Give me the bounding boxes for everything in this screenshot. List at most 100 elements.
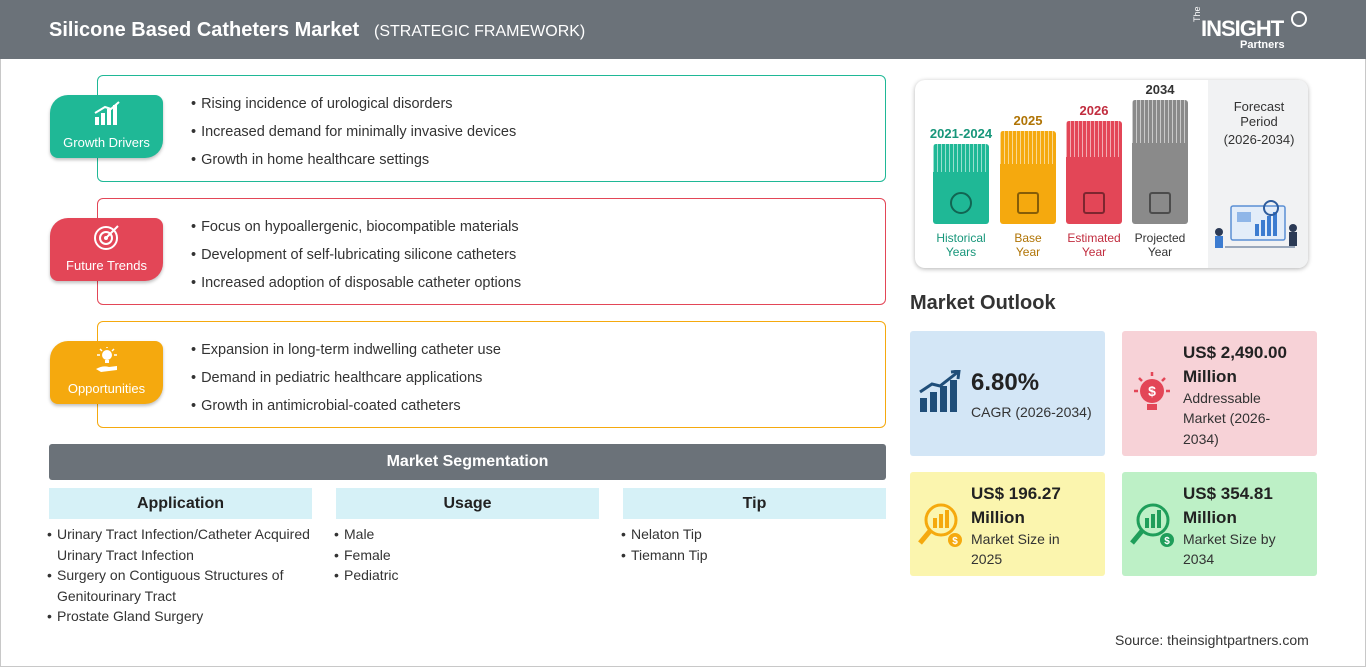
timeline-bar-0	[933, 144, 989, 224]
tip-list: Nelaton Tip Tiemann Tip	[621, 524, 884, 565]
bar-stripes	[1132, 100, 1188, 143]
application-list: Urinary Tract Infection/Catheter Acquire…	[47, 524, 312, 627]
future-trends-card: Focus on hypoallergenic, biocompatible m…	[97, 198, 886, 305]
opportunities-card: Expansion in long-term indwelling cathet…	[97, 321, 886, 428]
lightbulb-hand-icon	[96, 347, 117, 372]
timeline-bar-1	[1000, 131, 1056, 224]
money-idea-icon: $	[1134, 372, 1170, 410]
list-item: Pediatric	[334, 565, 597, 586]
cagr-label: CAGR (2026-2034)	[971, 404, 1092, 420]
list-item: Focus on hypoallergenic, biocompatible m…	[191, 217, 521, 245]
page-title: Silicone Based Catheters Market	[49, 19, 360, 41]
timeline-sublabel-3: Year	[1147, 245, 1173, 259]
usage-list: Male Female Pediatric	[334, 524, 597, 586]
timeline-year-2: 2026	[1079, 103, 1109, 118]
future-trends-label: Future Trends	[66, 258, 147, 273]
list-item: Growth in home healthcare settings	[191, 150, 516, 178]
size2034-label-line1: Market Size by	[1183, 531, 1276, 547]
timeline-label-0: Historical	[936, 231, 986, 245]
cagr-tile: 6.80% CAGR (2026-2034)	[910, 331, 1105, 456]
size2025-value-line2: Million	[971, 508, 1025, 527]
market-size-2034-tile: $ US$ 354.81 Million Market Size by 2034	[1122, 472, 1317, 576]
future-trends-list: Focus on hypoallergenic, biocompatible m…	[191, 217, 521, 301]
svg-text:$: $	[952, 536, 958, 547]
list-item: Rising incidence of urological disorders	[191, 94, 516, 122]
growth-drivers-list: Rising incidence of urological disorders…	[191, 94, 516, 178]
analytics-illustration-icon	[1215, 200, 1297, 248]
timeline-sublabel-0: Years	[945, 245, 977, 259]
opportunities-list: Expansion in long-term indwelling cathet…	[191, 340, 501, 424]
list-item: Expansion in long-term indwelling cathet…	[191, 340, 501, 368]
forecast-line-3: (2026-2034)	[1223, 132, 1295, 147]
opportunities-label: Opportunities	[67, 381, 146, 396]
size2034-value-line1: US$ 354.81	[1183, 484, 1273, 503]
addressable-value-line2: Million	[1183, 367, 1237, 386]
timeline-sublabel-1: Year	[1015, 245, 1041, 259]
market-outlook-title: Market Outlook	[910, 292, 1056, 314]
list-item: Urinary Tract Infection/Catheter Acquire…	[47, 524, 312, 565]
size2025-value-line1: US$ 196.27	[971, 484, 1061, 503]
future-trends-badge: Future Trends	[50, 218, 163, 281]
list-item: Male	[334, 524, 597, 545]
list-item: Increased adoption of disposable cathete…	[191, 273, 521, 301]
addressable-label-line3: 2034)	[1183, 431, 1219, 447]
svg-text:$: $	[1148, 383, 1156, 399]
forecast-line-2: Period	[1240, 114, 1278, 129]
calendar-icon	[1017, 192, 1039, 214]
cagr-value: 6.80%	[971, 369, 1040, 396]
estimate-icon	[1083, 192, 1105, 214]
list-item: Development of self-lubricating silicone…	[191, 245, 521, 273]
segment-head-tip: Tip	[623, 488, 886, 519]
size2034-label-line2: 2034	[1183, 551, 1215, 567]
growth-chart-icon	[919, 370, 961, 412]
size2025-label-line1: Market Size in	[971, 531, 1060, 547]
timeline-year-0: 2021-2024	[929, 126, 993, 141]
list-item: Tiemann Tip	[621, 545, 884, 566]
timeline-label-1: Base	[1014, 231, 1042, 245]
timeline-bar-2	[1066, 121, 1122, 224]
opportunities-badge: Opportunities	[50, 341, 163, 404]
logo-ring-icon	[1291, 11, 1307, 27]
growth-drivers-card: Rising incidence of urological disorders…	[97, 75, 886, 182]
page-subtitle: (STRATEGIC FRAMEWORK)	[374, 23, 586, 40]
list-item: Female	[334, 545, 597, 566]
bar-stripes	[1066, 121, 1122, 157]
addressable-label-line2: Market (2026-	[1183, 410, 1271, 426]
size2034-value-line2: Million	[1183, 508, 1237, 527]
list-item: Increased demand for minimally invasive …	[191, 122, 516, 150]
magnifier-chart-icon: $	[918, 503, 962, 547]
timeline-year-1: 2025	[1013, 113, 1043, 128]
rising-bars-icon	[94, 101, 120, 125]
source-text: Source: theinsightpartners.com	[1115, 632, 1309, 648]
size2025-label-line2: 2025	[971, 551, 1003, 567]
history-icon	[950, 192, 972, 214]
growth-drivers-badge: Growth Drivers	[50, 95, 163, 158]
addressable-market-tile: $ US$ 2,490.00 Million Addressable Marke…	[1122, 331, 1317, 456]
logo-partners: Partners	[1240, 39, 1285, 51]
magnifier-chart-icon: $	[1130, 503, 1174, 547]
timeline-label-3: Projected	[1134, 231, 1186, 245]
segmentation-title: Market Segmentation	[49, 444, 886, 480]
bar-stripes	[1000, 131, 1056, 164]
timeline-sublabel-2: Year	[1081, 245, 1107, 259]
list-item: Growth in antimicrobial-coated catheters	[191, 396, 501, 424]
timeline-label-2: Estimated	[1067, 231, 1121, 245]
svg-text:$: $	[1164, 536, 1170, 547]
list-item: Demand in pediatric healthcare applicati…	[191, 368, 501, 396]
list-item: Prostate Gland Surgery	[47, 606, 312, 627]
header-bar: Silicone Based Catheters Market (STRATEG…	[0, 0, 1366, 59]
timeline-year-3: 2034	[1145, 82, 1175, 97]
forecast-line-1: Forecast	[1233, 99, 1285, 114]
addressable-value-line1: US$ 2,490.00	[1183, 343, 1287, 362]
insight-partners-logo[interactable]: The INSIGHT Partners	[1190, 6, 1310, 54]
list-item: Nelaton Tip	[621, 524, 884, 545]
list-item: Surgery on Contiguous Structures of Geni…	[47, 565, 312, 606]
segment-head-application: Application	[49, 488, 312, 519]
timeline-bar-3	[1132, 100, 1188, 224]
bar-stripes	[933, 144, 989, 172]
growth-drivers-label: Growth Drivers	[63, 135, 150, 150]
logo-insight: INSIGHT	[1201, 16, 1284, 41]
addressable-label-line1: Addressable	[1183, 390, 1261, 406]
target-icon	[94, 225, 119, 250]
